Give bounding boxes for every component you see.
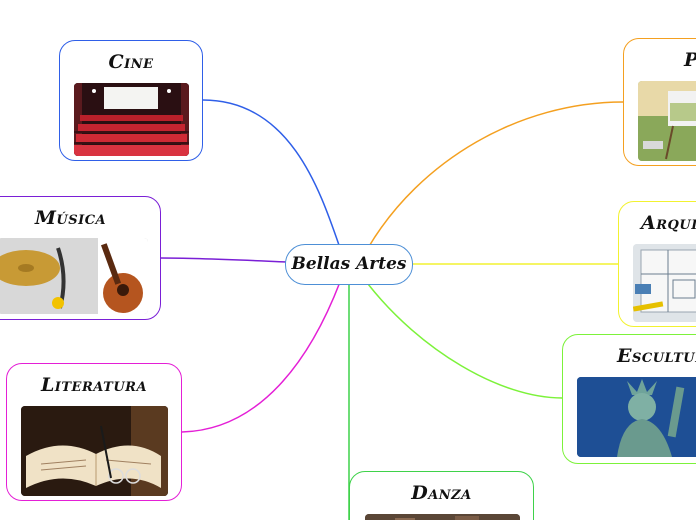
cinema-seats-image	[74, 83, 189, 156]
topic-cine[interactable]: Cine	[59, 40, 203, 161]
books-drawing	[21, 406, 168, 496]
topic-pintura-label: P	[684, 49, 696, 71]
statue-of-liberty-image	[577, 377, 696, 457]
link-cine	[202, 99, 341, 249]
central-topic[interactable]: Bellas Artes	[285, 244, 413, 285]
topic-cine-label: Cine	[108, 51, 154, 73]
blueprints-image	[633, 244, 696, 322]
link-musica	[159, 257, 288, 263]
link-escultura	[367, 283, 563, 399]
link-literatura	[181, 281, 341, 433]
dance-drawing	[365, 514, 520, 520]
topic-danza[interactable]: Danza	[349, 471, 534, 520]
topic-danza-label: Danza	[411, 482, 472, 504]
instruments-drawing	[0, 238, 148, 314]
dance-image	[365, 514, 520, 520]
books-image	[21, 406, 168, 496]
topic-musica-label: Música	[34, 207, 107, 229]
easel-painting-drawing	[638, 81, 696, 161]
topic-arquitectura[interactable]: Arquit	[618, 201, 696, 327]
easel-painting-image	[638, 81, 696, 161]
link-pintura	[367, 101, 624, 249]
topic-musica[interactable]: Música	[0, 196, 161, 320]
topic-arquitectura-label: Arquit	[641, 212, 696, 234]
statue-of-liberty-drawing	[577, 377, 696, 457]
topic-escultura-label: Escultura	[617, 345, 696, 367]
blueprints-drawing	[633, 244, 696, 322]
instruments-image	[0, 238, 148, 314]
cinema-seats-drawing	[74, 83, 189, 156]
topic-literatura-label: Literatura	[40, 374, 148, 396]
topic-escultura[interactable]: Escultura	[562, 334, 696, 464]
topic-literatura[interactable]: Literatura	[6, 363, 182, 501]
topic-pintura[interactable]: P	[623, 38, 696, 166]
